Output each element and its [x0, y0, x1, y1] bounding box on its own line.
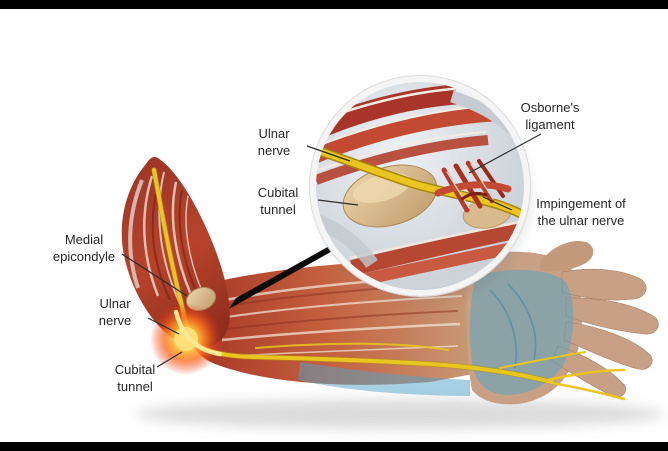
- hand: [466, 240, 659, 405]
- forearm-blue-overlay: [298, 362, 470, 396]
- inset-osbornes-ligament-fibers: [434, 159, 512, 213]
- leader-line-inset-ulnar-nerve: [306, 145, 351, 162]
- ground-shadow: [135, 399, 665, 429]
- ulnar-nerve-path: [151, 167, 626, 401]
- leader-line-ulnar-nerve-arm: [147, 317, 180, 335]
- magnifier-rim-outer: [309, 75, 531, 297]
- hand-blue-overlay: [469, 269, 574, 395]
- magnifier-pointer-line: [229, 239, 342, 309]
- leader-line-inset-cubital-tunnel: [317, 199, 359, 206]
- hand-veins: [489, 283, 537, 369]
- inflammation-glow: [150, 303, 223, 375]
- top-letterbox-bar: [0, 0, 668, 9]
- thumb: [540, 240, 594, 272]
- tendon-streak: [128, 179, 144, 289]
- leader-line-impingement: [482, 196, 513, 211]
- bottom-letterbox-bar: [0, 442, 668, 451]
- inset-impingement-point: [460, 191, 488, 201]
- leader-line-osbornes-ligament: [468, 133, 542, 174]
- leader-line-cubital-tunnel-arm: [156, 351, 183, 368]
- leader-lines: [121, 133, 542, 368]
- magnifier-rim: [310, 76, 530, 296]
- leader-line-medial-epicondyle: [121, 253, 188, 297]
